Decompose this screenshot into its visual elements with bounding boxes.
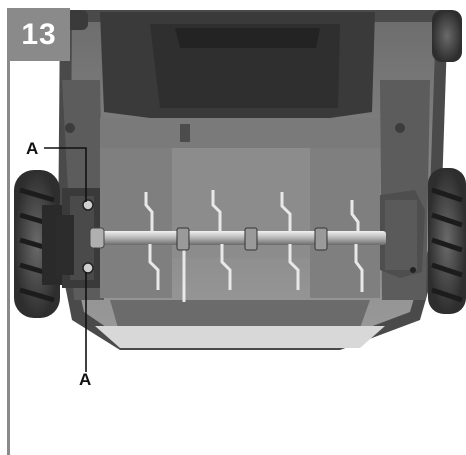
scarifier-tines <box>144 190 364 302</box>
step-number-badge: 13 <box>8 8 70 61</box>
right-bearing-housing <box>380 190 425 278</box>
lawnmower-underside-illustration <box>14 10 466 350</box>
tine-clamps <box>176 227 328 251</box>
scarifier-shaft <box>89 227 386 249</box>
figure-frame-border <box>7 8 10 455</box>
callout-label-a-bottom: A <box>79 370 92 389</box>
callout-label-a-top: A <box>26 139 39 158</box>
right-wheel <box>428 168 466 314</box>
